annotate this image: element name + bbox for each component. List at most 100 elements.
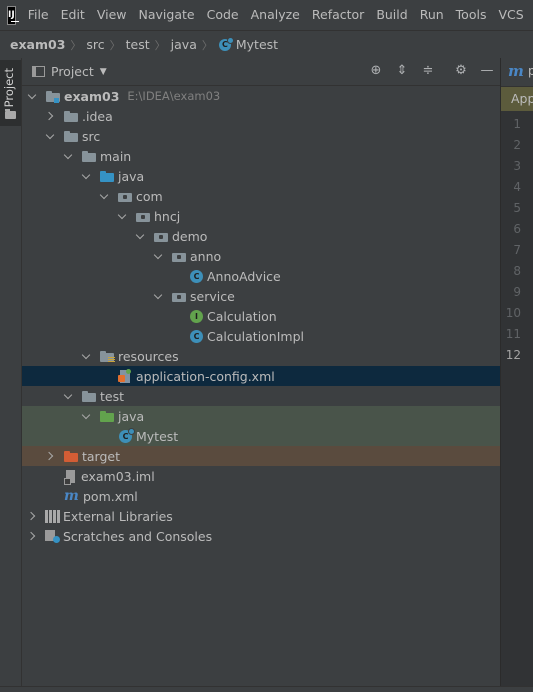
breadcrumb-separator-icon: 〉: [201, 38, 213, 52]
intellij-logo-icon: IJ: [7, 5, 19, 25]
tree-label: com: [136, 188, 163, 204]
project-view-selector[interactable]: Project: [51, 64, 94, 79]
menu-analyze[interactable]: Analyze: [250, 7, 300, 22]
breadcrumb-separator-icon: 〉: [109, 38, 121, 52]
menu-code[interactable]: Code: [206, 7, 239, 22]
chevron-down-icon[interactable]: [154, 292, 163, 301]
chevron-down-icon[interactable]: ▼: [99, 66, 107, 77]
tree-row-external-libraries[interactable]: External Libraries: [22, 506, 500, 526]
breadcrumb-mytest[interactable]: Mytest: [235, 37, 279, 52]
gear-icon[interactable]: ⚙: [455, 63, 467, 78]
breadcrumb-java[interactable]: java: [170, 37, 197, 52]
editor-tab-bar: [501, 58, 533, 87]
menu-tools[interactable]: Tools: [455, 7, 487, 22]
navigation-bar: exam03 〉 src 〉 test 〉 java 〉 C Mytest: [0, 30, 533, 59]
breadcrumb-test[interactable]: test: [125, 37, 150, 52]
chevron-right-icon[interactable]: [28, 512, 37, 521]
chevron-down-icon[interactable]: [28, 92, 37, 101]
tree-row-anno[interactable]: anno: [22, 246, 500, 266]
bottom-tool-stripe: [0, 686, 533, 692]
tree-row-application-config[interactable]: application-config.xml: [22, 366, 500, 386]
chevron-right-icon[interactable]: [46, 452, 55, 461]
test-source-folder-icon: [99, 409, 115, 423]
breadcrumb-src[interactable]: src: [86, 37, 105, 52]
tree-row-hncj[interactable]: hncj: [22, 206, 500, 226]
folder-icon: [63, 109, 79, 123]
project-tool-window-tab[interactable]: Project: [0, 60, 21, 126]
expand-all-icon[interactable]: ⇕: [396, 63, 408, 78]
project-path-hint: E:\IDEA\exam03: [127, 89, 221, 103]
tree-row-demo[interactable]: demo: [22, 226, 500, 246]
collapse-all-icon[interactable]: ≑: [422, 63, 434, 78]
menu-file[interactable]: File: [27, 7, 49, 22]
tree-label: Mytest: [136, 428, 179, 444]
tree-row-pom[interactable]: m pom.xml: [22, 486, 500, 506]
editor-breadcrumb-bar: [501, 87, 533, 111]
folder-icon: [5, 109, 16, 119]
tree-label: resources: [118, 348, 179, 364]
chevron-down-icon[interactable]: [82, 412, 91, 421]
menu-refactor[interactable]: Refactor: [311, 7, 365, 22]
tree-row-calculationimpl[interactable]: C CalculationImpl: [22, 326, 500, 346]
tree-label: pom.xml: [83, 488, 138, 504]
maven-icon: m: [508, 62, 524, 80]
chevron-down-icon[interactable]: [64, 392, 73, 401]
scratches-icon: [45, 529, 60, 543]
tree-row-exam03[interactable]: exam03 E:\IDEA\exam03: [22, 86, 500, 106]
chevron-right-icon[interactable]: [28, 532, 37, 541]
tree-row-src[interactable]: src: [22, 126, 500, 146]
excluded-folder-icon: [63, 449, 79, 463]
chevron-down-icon[interactable]: [82, 352, 91, 361]
tree-row-com[interactable]: com: [22, 186, 500, 206]
chevron-down-icon[interactable]: [46, 132, 55, 141]
package-icon: [171, 249, 187, 263]
menu-navigate[interactable]: Navigate: [138, 7, 195, 22]
tree-row-scratches[interactable]: Scratches and Consoles: [22, 526, 500, 546]
editor-breadcrumb-text[interactable]: Appl: [511, 91, 533, 106]
chevron-down-icon[interactable]: [118, 212, 127, 221]
class-icon: C: [190, 269, 203, 283]
locate-icon[interactable]: ⊕: [370, 63, 382, 78]
tree-row-test-java[interactable]: java: [22, 406, 500, 426]
tree-label: main: [100, 148, 132, 164]
chevron-down-icon[interactable]: [82, 172, 91, 181]
line-number: 4: [513, 180, 521, 194]
tree-row-test[interactable]: test: [22, 386, 500, 406]
line-number: 9: [513, 285, 521, 299]
chevron-down-icon[interactable]: [64, 152, 73, 161]
chevron-down-icon[interactable]: [154, 252, 163, 261]
tree-row-resources[interactable]: resources: [22, 346, 500, 366]
tree-row-idea[interactable]: .idea: [22, 106, 500, 126]
breadcrumb-project[interactable]: exam03: [10, 37, 66, 52]
tree-label: CalculationImpl: [207, 328, 305, 344]
class-icon: C: [190, 329, 203, 343]
tree-row-exam03-iml[interactable]: exam03.iml: [22, 466, 500, 486]
editor-tab-pom[interactable]: p: [528, 64, 533, 78]
menu-vcs[interactable]: VCS: [498, 7, 524, 22]
tree-row-main-java[interactable]: java: [22, 166, 500, 186]
tree-row-calculation[interactable]: I Calculation: [22, 306, 500, 326]
tree-label: java: [118, 408, 145, 424]
menu-edit[interactable]: Edit: [60, 7, 85, 22]
menu-build[interactable]: Build: [376, 7, 408, 22]
chevron-right-icon[interactable]: [46, 112, 55, 121]
test-class-icon: C: [119, 427, 135, 443]
minimize-icon[interactable]: —: [480, 63, 494, 78]
tree-label: test: [100, 388, 125, 404]
menu-view[interactable]: View: [96, 7, 127, 22]
line-number-current: 12: [505, 348, 521, 362]
package-icon: [117, 189, 133, 203]
tree-row-mytest[interactable]: C Mytest: [22, 426, 500, 446]
tree-row-annoadvice[interactable]: C AnnoAdvice: [22, 266, 500, 286]
menu-run[interactable]: Run: [419, 7, 444, 22]
tree-row-target[interactable]: target: [22, 446, 500, 466]
chevron-down-icon[interactable]: [136, 232, 145, 241]
tree-label: target: [82, 448, 121, 464]
tree-row-main[interactable]: main: [22, 146, 500, 166]
resources-folder-icon: [99, 349, 115, 363]
line-number: 1: [513, 117, 521, 131]
chevron-down-icon[interactable]: [100, 192, 109, 201]
folder-icon: [63, 129, 79, 143]
tree-label: .idea: [82, 108, 113, 124]
tree-row-service[interactable]: service: [22, 286, 500, 306]
